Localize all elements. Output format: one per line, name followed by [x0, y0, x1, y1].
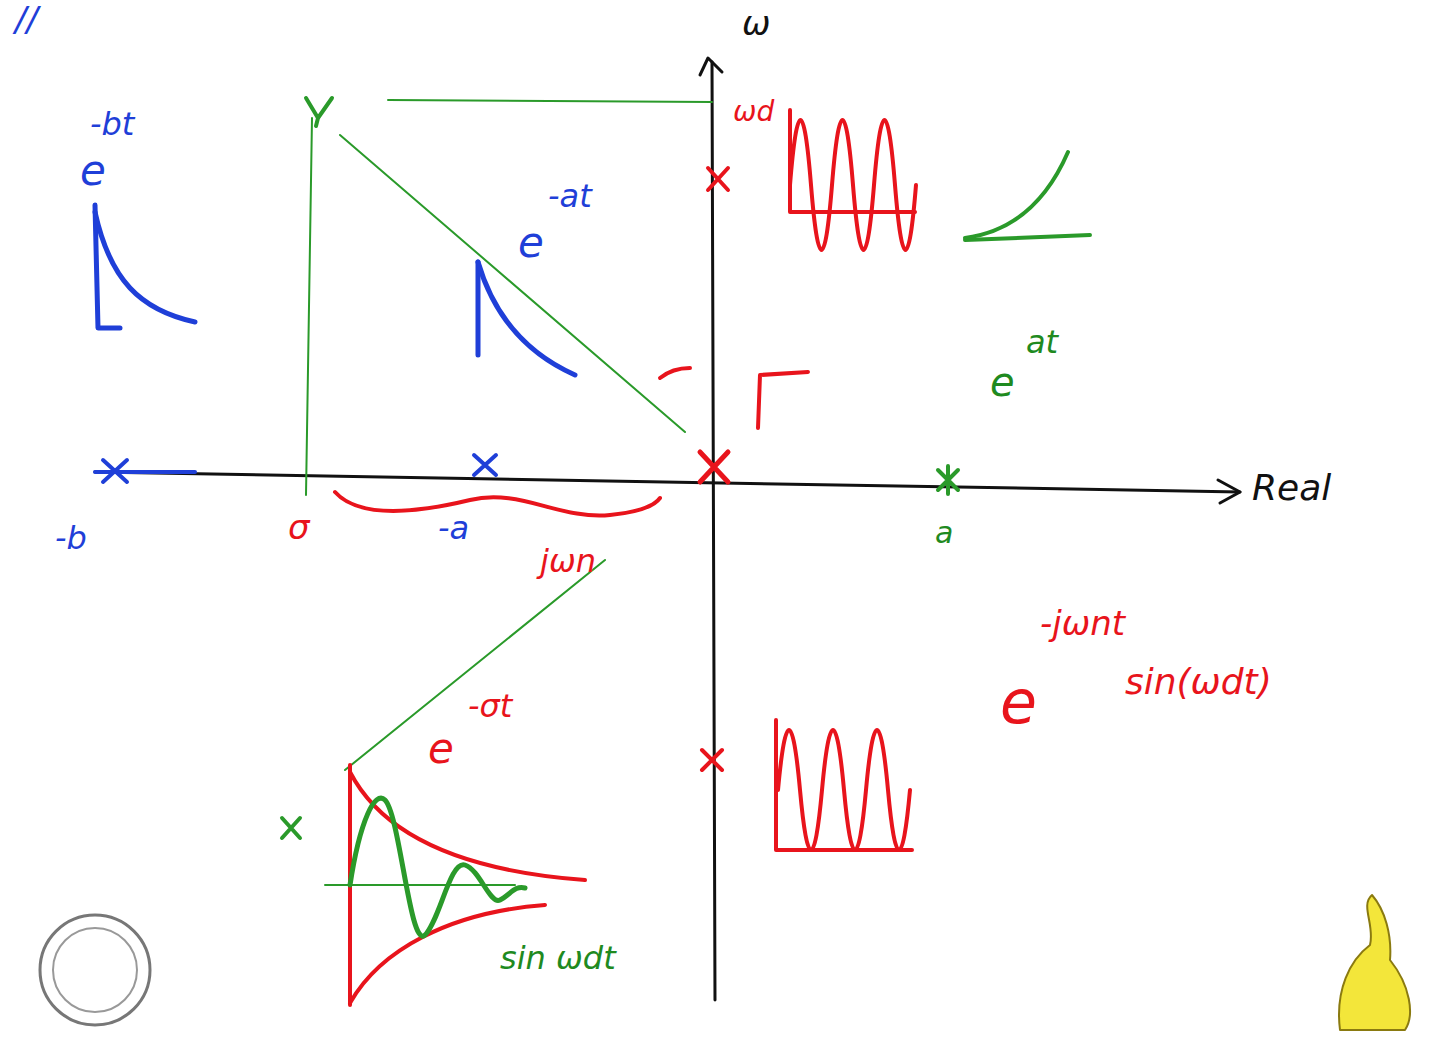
sine-label: sin(ωdt)	[1125, 664, 1272, 700]
guide-line	[345, 560, 605, 770]
pole-cross	[306, 98, 332, 126]
pole-cross	[700, 452, 728, 482]
exponential-base: e	[518, 222, 544, 264]
pole-markers	[95, 98, 958, 838]
pole-cross	[708, 168, 728, 190]
emblems	[40, 895, 1410, 1030]
sine-wave	[790, 120, 916, 250]
exponent: -σt	[468, 690, 512, 722]
seal-emblem	[53, 928, 137, 1012]
growth-curve	[965, 152, 1068, 238]
guide-line	[306, 118, 312, 495]
brace	[335, 492, 660, 516]
frequency-label: jωn	[540, 545, 596, 577]
pole-line	[95, 470, 195, 474]
small-arc	[660, 368, 690, 378]
red-sketches	[335, 110, 916, 1005]
green-sketches	[325, 152, 1090, 936]
decay-curve	[478, 262, 575, 375]
guide-line	[340, 135, 685, 432]
exponent: -jωnt	[1040, 606, 1125, 640]
plot-axes	[776, 720, 912, 850]
axes	[95, 58, 1240, 1000]
exponent: at	[1026, 326, 1058, 358]
frequency-label: ωd	[733, 98, 774, 126]
pole-cross	[282, 818, 300, 838]
decay-curve	[95, 212, 195, 322]
axis-label: Real	[1252, 470, 1331, 506]
exponent: -bt	[90, 108, 134, 140]
exponential-base: e	[80, 150, 106, 192]
guide-lines	[306, 100, 712, 770]
pole-label: -b	[55, 522, 87, 554]
pole-label: -a	[438, 512, 469, 544]
guide-line	[388, 100, 712, 102]
imaginary-axis	[712, 62, 715, 1000]
pole-cross	[474, 455, 496, 475]
exponential-base: e	[1000, 672, 1037, 732]
seal-emblem	[40, 915, 150, 1025]
pole-label: a	[935, 518, 953, 548]
decay-sketches	[95, 205, 575, 375]
sine-wave	[778, 730, 910, 850]
step-sketch	[758, 372, 808, 428]
axis-label: ω	[742, 6, 770, 40]
exponential-base: e	[990, 362, 1015, 402]
slug-mascot	[1339, 895, 1410, 1030]
pole-cross	[702, 750, 722, 770]
pole-label: σ	[288, 510, 310, 544]
sine-label: sin ωdt	[500, 942, 616, 974]
decay-axes	[476, 262, 481, 355]
real-axis	[95, 472, 1240, 492]
axis-arrowhead	[1218, 480, 1240, 503]
axis-arrowhead	[700, 58, 722, 75]
mark: //	[15, 2, 38, 36]
damped-sine	[350, 798, 525, 936]
exponential-base: e	[428, 728, 454, 770]
pole-star	[938, 466, 958, 494]
exponent: -at	[548, 180, 592, 212]
